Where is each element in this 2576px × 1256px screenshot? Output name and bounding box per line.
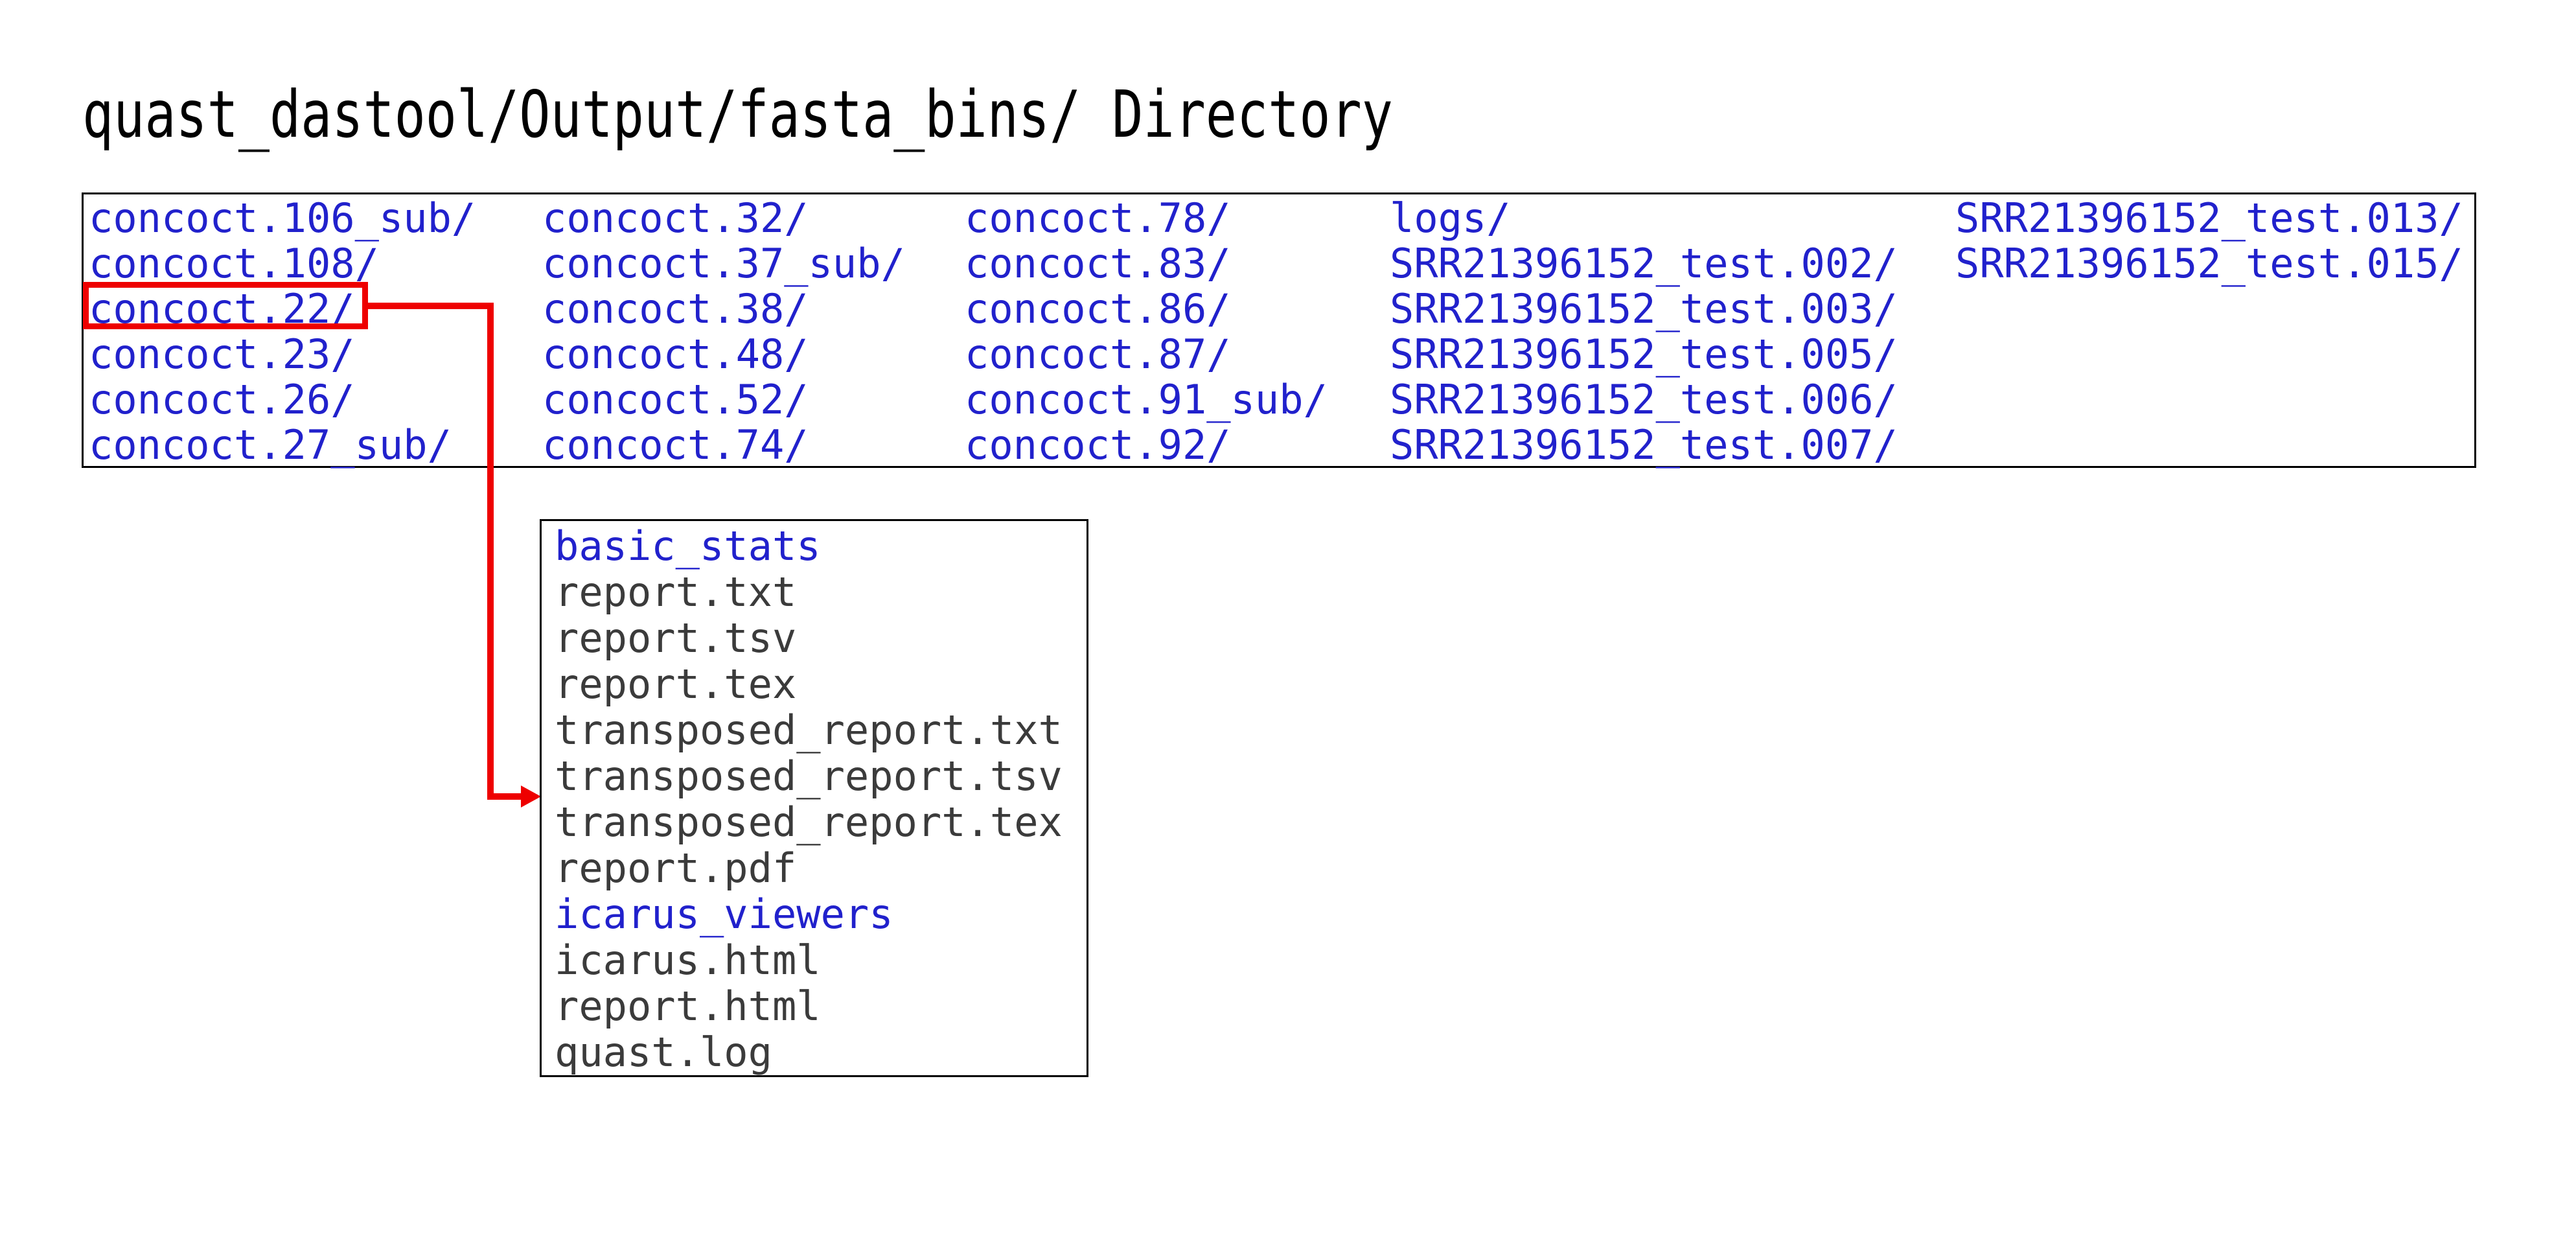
subdirectory-entry: icarus_viewers: [555, 890, 893, 938]
file-entry: transposed_report.txt: [555, 706, 1063, 754]
directory-entry: SRR21396152_test.006/: [1390, 376, 1898, 423]
directory-entry: concoct.32/: [542, 194, 809, 242]
directory-entry: concoct.108/: [89, 240, 379, 287]
directory-entry: concoct.106_sub/: [89, 194, 476, 242]
connector-line-vertical: [487, 303, 494, 800]
file-entry: quast.log: [555, 1029, 772, 1076]
directory-listing-box: concoct.106_sub/concoct.108/concoct.22/c…: [82, 192, 2476, 468]
file-entry: transposed_report.tsv: [555, 752, 1063, 800]
directory-column-3: concoct.78/concoct.83/concoct.86/concoct…: [965, 196, 1328, 468]
directory-column-5: SRR21396152_test.013/SRR21396152_test.01…: [1955, 196, 2463, 286]
file-entry: report.html: [555, 983, 821, 1030]
subdirectory-entry: basic_stats: [555, 522, 821, 570]
highlight-rectangle: [83, 282, 368, 329]
directory-column-1: concoct.106_sub/concoct.108/concoct.22/c…: [89, 196, 476, 468]
file-entry: transposed_report.tex: [555, 798, 1063, 846]
directory-entry: SRR21396152_test.007/: [1390, 421, 1898, 469]
directory-entry: concoct.87/: [965, 331, 1231, 378]
directory-entry: concoct.23/: [89, 331, 355, 378]
directory-entry: concoct.86/: [965, 285, 1231, 332]
arrow-right-icon: [521, 785, 541, 808]
directory-entry: logs/: [1390, 194, 1511, 242]
directory-entry: concoct.52/: [542, 376, 809, 423]
connector-line-horizontal-top: [365, 303, 494, 309]
directory-entry: concoct.83/: [965, 240, 1231, 287]
directory-column-2: concoct.32/concoct.37_sub/concoct.38/con…: [542, 196, 905, 468]
directory-entry: concoct.48/: [542, 331, 809, 378]
directory-entry: concoct.74/: [542, 421, 809, 469]
directory-entry: SRR21396152_test.003/: [1390, 285, 1898, 332]
directory-entry: concoct.27_sub/: [89, 421, 452, 469]
directory-entry: SRR21396152_test.015/: [1955, 240, 2463, 287]
file-entry: report.txt: [555, 568, 797, 616]
connector-line-horizontal-bottom: [487, 793, 522, 800]
directory-entry: concoct.38/: [542, 285, 809, 332]
directory-entry: concoct.92/: [965, 421, 1231, 469]
directory-entry: concoct.26/: [89, 376, 355, 423]
file-entry: icarus.html: [555, 936, 821, 984]
directory-entry: SRR21396152_test.002/: [1390, 240, 1898, 287]
page-title: quast_dastool/Output/fasta_bins/ Directo…: [82, 76, 1393, 152]
directory-entry: concoct.37_sub/: [542, 240, 905, 287]
file-entry: report.tex: [555, 660, 797, 708]
directory-column-4: logs/SRR21396152_test.002/SRR21396152_te…: [1390, 196, 1898, 468]
directory-entry: SRR21396152_test.013/: [1955, 194, 2463, 242]
file-entry: report.tsv: [555, 614, 797, 662]
file-entry: report.pdf: [555, 844, 797, 892]
directory-entry: concoct.78/: [965, 194, 1231, 242]
directory-entry: concoct.91_sub/: [965, 376, 1328, 423]
directory-entry: SRR21396152_test.005/: [1390, 331, 1898, 378]
